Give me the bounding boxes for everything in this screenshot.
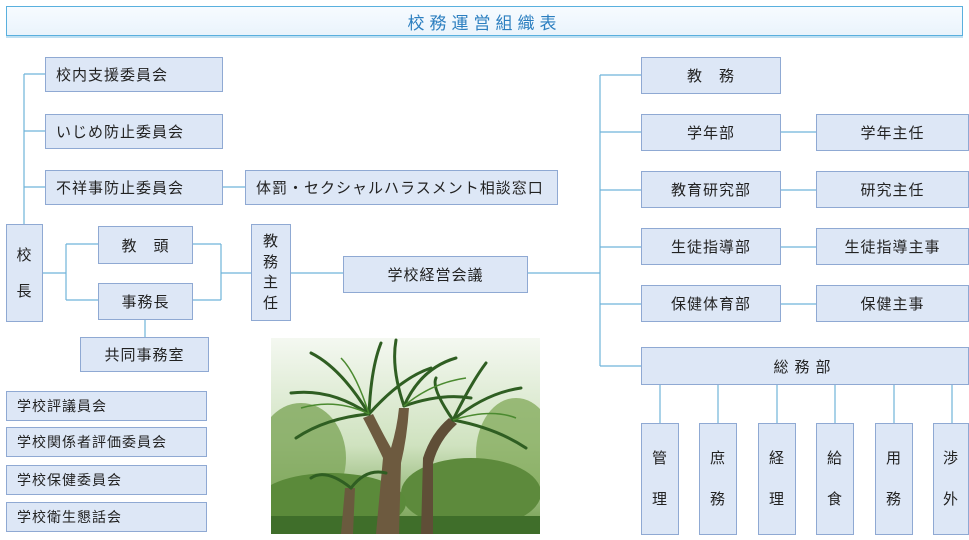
principal-char-1: 校 bbox=[16, 245, 33, 264]
cycad-photo bbox=[271, 338, 540, 534]
section-yomu: 用 務 bbox=[875, 423, 913, 535]
head-gakunen: 学年主任 bbox=[816, 114, 969, 151]
academic-char-1: 教 bbox=[262, 231, 279, 250]
section-char: 外 bbox=[942, 490, 959, 509]
head-hoken: 保健主事 bbox=[816, 285, 969, 322]
dept-somu: 総務部 bbox=[641, 347, 969, 385]
committee-support: 校内支援委員会 bbox=[45, 57, 223, 92]
section-char: 務 bbox=[885, 490, 902, 509]
section-char: 理 bbox=[768, 490, 785, 509]
principal-box: 校 長 bbox=[6, 224, 43, 322]
section-shomu: 庶 務 bbox=[699, 423, 737, 535]
principal-char-2: 長 bbox=[16, 281, 33, 300]
academic-char-4: 任 bbox=[262, 294, 279, 313]
section-char: 給 bbox=[826, 449, 843, 468]
committee-evaluation: 学校関係者評価委員会 bbox=[6, 427, 207, 457]
title-underline bbox=[6, 36, 963, 38]
vice-principal-box: 教 頭 bbox=[98, 226, 193, 264]
academic-char-3: 主 bbox=[262, 273, 279, 292]
section-kyushoku: 給 食 bbox=[816, 423, 854, 535]
head-kenkyu: 研究主任 bbox=[816, 171, 969, 208]
section-char: 務 bbox=[709, 490, 726, 509]
harassment-window: 体罰・セクシャルハラスメント相談窓口 bbox=[245, 170, 558, 205]
academic-char-2: 務 bbox=[262, 252, 279, 271]
dept-gakunen: 学年部 bbox=[641, 114, 781, 151]
section-char: 渉 bbox=[942, 449, 959, 468]
committee-health: 学校保健委員会 bbox=[6, 465, 207, 495]
committee-trustees: 学校評議員会 bbox=[6, 391, 207, 421]
section-char: 用 bbox=[885, 449, 902, 468]
section-char: 庶 bbox=[709, 449, 726, 468]
section-char: 食 bbox=[826, 490, 843, 509]
head-shido: 生徒指導主事 bbox=[816, 228, 969, 265]
committee-bullying: いじめ防止委員会 bbox=[45, 114, 223, 149]
section-char: 経 bbox=[768, 449, 785, 468]
school-council-box: 学校経営会議 bbox=[343, 256, 528, 293]
office-chief-box: 事務長 bbox=[98, 283, 193, 320]
dept-shido: 生徒指導部 bbox=[641, 228, 781, 265]
committee-misconduct: 不祥事防止委員会 bbox=[45, 170, 223, 205]
dept-kyomu: 教 務 bbox=[641, 57, 781, 94]
academic-head-box: 教 務 主 任 bbox=[251, 224, 291, 321]
section-keiri: 経 理 bbox=[758, 423, 796, 535]
shared-office-box: 共同事務室 bbox=[80, 337, 209, 372]
dept-kenkyu: 教育研究部 bbox=[641, 171, 781, 208]
section-char: 理 bbox=[651, 490, 668, 509]
section-char: 管 bbox=[651, 449, 668, 468]
section-shogai: 渉 外 bbox=[933, 423, 969, 535]
committee-hygiene: 学校衛生懇話会 bbox=[6, 502, 207, 532]
chart-title: 校務運営組織表 bbox=[6, 6, 963, 36]
section-kanri: 管 理 bbox=[641, 423, 679, 535]
dept-hoken: 保健体育部 bbox=[641, 285, 781, 322]
